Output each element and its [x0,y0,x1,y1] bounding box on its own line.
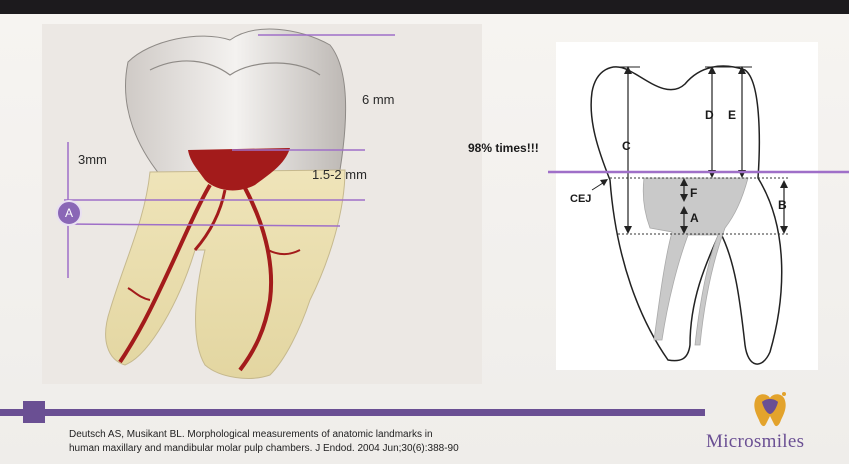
brand-name: Microsmiles [706,431,849,453]
label-f: F [690,186,697,200]
label-c: C [622,139,631,153]
reference-divider-bar [0,409,705,416]
label-b: B [778,198,787,212]
label-cej: CEJ [570,193,591,205]
reference-citation: Deutsch AS, Musikant BL. Morphological m… [69,428,629,456]
label-d: D [705,108,714,122]
label-a: A [690,211,699,225]
tooth-logo-icon [748,388,792,432]
reference-line-1: Deutsch AS, Musikant BL. Morphological m… [69,428,629,442]
label-e: E [728,108,736,122]
reference-square-marker [23,401,45,423]
label-98-percent: 98% times!!! [468,141,539,155]
reference-line-2: human maxillary and mandibular molar pul… [69,442,629,456]
